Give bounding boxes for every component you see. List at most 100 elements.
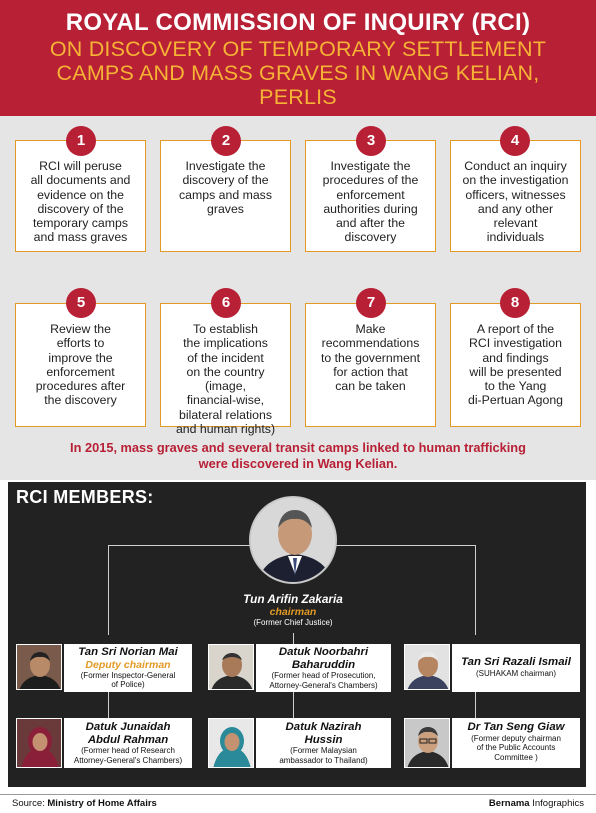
member-photo (404, 718, 450, 768)
member-name: Tan Sri Razali Ismail (461, 656, 571, 668)
step-text: officers, witnesses (465, 187, 566, 202)
step-text: the implications (183, 336, 268, 351)
person-avatar-icon (17, 645, 61, 689)
step-text: procedures of the (322, 173, 419, 188)
step-text: graves (207, 201, 244, 216)
step-text: on the country (186, 364, 265, 379)
step-text: the discovery (44, 393, 117, 408)
step-text: to the Yang (484, 379, 547, 394)
step-text: camps and mass (179, 187, 272, 202)
step-text: enforcement (336, 187, 405, 202)
source-credit: Source: Ministry of Home Affairs (12, 798, 157, 809)
member-description: (SUHAKAM chairman) (475, 668, 556, 678)
step-text: di-Pertuan Agong (467, 393, 564, 408)
step-text: and findings (482, 350, 549, 365)
member-photo (404, 644, 450, 690)
member-photo (16, 718, 62, 768)
step-text: and any other (477, 201, 554, 216)
step-text: individuals (486, 230, 545, 245)
source-label: Source: (12, 798, 45, 809)
step-text: RCI will peruse (39, 159, 122, 173)
connector-line (475, 692, 476, 718)
step-number-badge: 7 (356, 288, 386, 318)
member-name: Dr Tan Seng Giaw (467, 721, 565, 733)
member-description: (Former head of Research (81, 746, 175, 755)
person-avatar-icon (251, 498, 335, 582)
member-name: Datuk Nazirah (285, 721, 362, 733)
step-text: discovery (344, 230, 397, 245)
step-card-7: Make recommendations to the government f… (305, 303, 436, 427)
subtitle-line-2: CAMPS AND MASS GRAVES IN WANG KELIAN, (56, 61, 540, 85)
step-text: temporary camps (33, 216, 128, 231)
member-description: (Former Inspector-General (80, 670, 176, 680)
step-text: for action that (333, 364, 408, 379)
step-text: authorities during (323, 201, 418, 216)
step-text: Review the (50, 322, 111, 336)
step-card-4: Conduct an inquiry on the investigation … (450, 140, 581, 252)
step-text: can be taken (335, 379, 406, 394)
footer-divider (0, 794, 596, 813)
person-avatar-icon (405, 645, 449, 689)
member-card: Datuk Junaidah Abdul Rahman (Former head… (64, 718, 192, 768)
person-avatar-icon (209, 719, 253, 767)
member-description: of Police) (111, 680, 145, 689)
step-number-badge: 5 (66, 288, 96, 318)
member-card: Tan Sri Norian Mai Deputy chairman (Form… (64, 644, 192, 692)
brand-name: Bernama (488, 798, 530, 809)
chairman-name: Tun Arifin Zakaria (243, 592, 343, 606)
step-text: improve the (48, 350, 113, 365)
member-description: ambassador to Thailand) (279, 755, 368, 765)
step-text: to the government (320, 350, 421, 365)
step-text: all documents and (30, 173, 131, 188)
step-text: and mass graves (33, 230, 128, 245)
step-text: financial-wise, (186, 393, 265, 408)
person-avatar-icon (209, 645, 253, 689)
member-name: Hussin (304, 733, 343, 746)
step-text: efforts to (56, 336, 105, 351)
chairman-description: (Former Chief Justice) (253, 617, 333, 627)
step-text: RCI investigation (469, 336, 562, 351)
step-number-badge: 6 (211, 288, 241, 318)
step-text: relevant (493, 216, 538, 231)
step-card-1: RCI will peruse all documents and eviden… (15, 140, 146, 252)
chairman-info: Tun Arifin Zakaria chairman (Former Chie… (213, 593, 373, 633)
step-text: on the investigation (462, 173, 569, 188)
member-name: Datuk Noorbahri (278, 646, 369, 658)
member-card: Datuk Noorbahri Baharuddin (Former head … (256, 644, 391, 692)
brand-credit: Bernama Infographics (489, 798, 584, 809)
step-text: discovery of the (182, 173, 269, 188)
subtitle-line-3: PERLIS (259, 85, 337, 109)
step-text: Conduct an inquiry (464, 159, 567, 173)
step-card-3: Investigate the procedures of the enforc… (305, 140, 436, 252)
member-name: Tan Sri Norian Mai (78, 646, 178, 658)
source-value: Ministry of Home Affairs (47, 798, 157, 809)
member-description: (Former deputy chairman (471, 733, 561, 743)
step-card-2: Investigate the discovery of the camps a… (160, 140, 291, 252)
page-title: ROYAL COMMISSION OF INQUIRY (RCI) (65, 9, 531, 36)
member-card: Tan Sri Razali Ismail (SUHAKAM chairman) (452, 644, 580, 692)
step-text: Investigate the (330, 159, 411, 173)
member-photo (16, 644, 62, 690)
step-number-badge: 2 (211, 126, 241, 156)
member-name: Datuk Junaidah (85, 721, 171, 733)
step-text: and human rights) (175, 422, 276, 437)
note-line: In 2015, mass graves and several transit… (70, 440, 526, 455)
member-description: Committee ) (494, 752, 538, 762)
connector-line (108, 545, 253, 546)
step-text: (image, (204, 379, 246, 394)
connector-line (108, 692, 109, 718)
member-name: Abdul Rahman (87, 733, 169, 746)
step-card-8: A report of the RCI investigation and fi… (450, 303, 581, 427)
context-note: In 2015, mass graves and several transit… (0, 440, 596, 472)
member-description: (Former Malaysian (290, 746, 357, 755)
step-text: A report of the (476, 322, 555, 336)
connector-line (108, 545, 109, 635)
step-text: bilateral relations (179, 407, 272, 422)
member-name: Baharuddin (291, 658, 356, 671)
member-description: Attorney-General's Chambers) (269, 680, 378, 690)
step-text: recommendations (321, 336, 420, 351)
subtitle-line-1: ON DISCOVERY OF TEMPORARY SETTLEMENT (49, 37, 547, 61)
member-description: of the Public Accounts (476, 743, 556, 752)
member-role: Deputy chairman (85, 658, 171, 671)
step-card-5: Review the efforts to improve the enforc… (15, 303, 146, 427)
